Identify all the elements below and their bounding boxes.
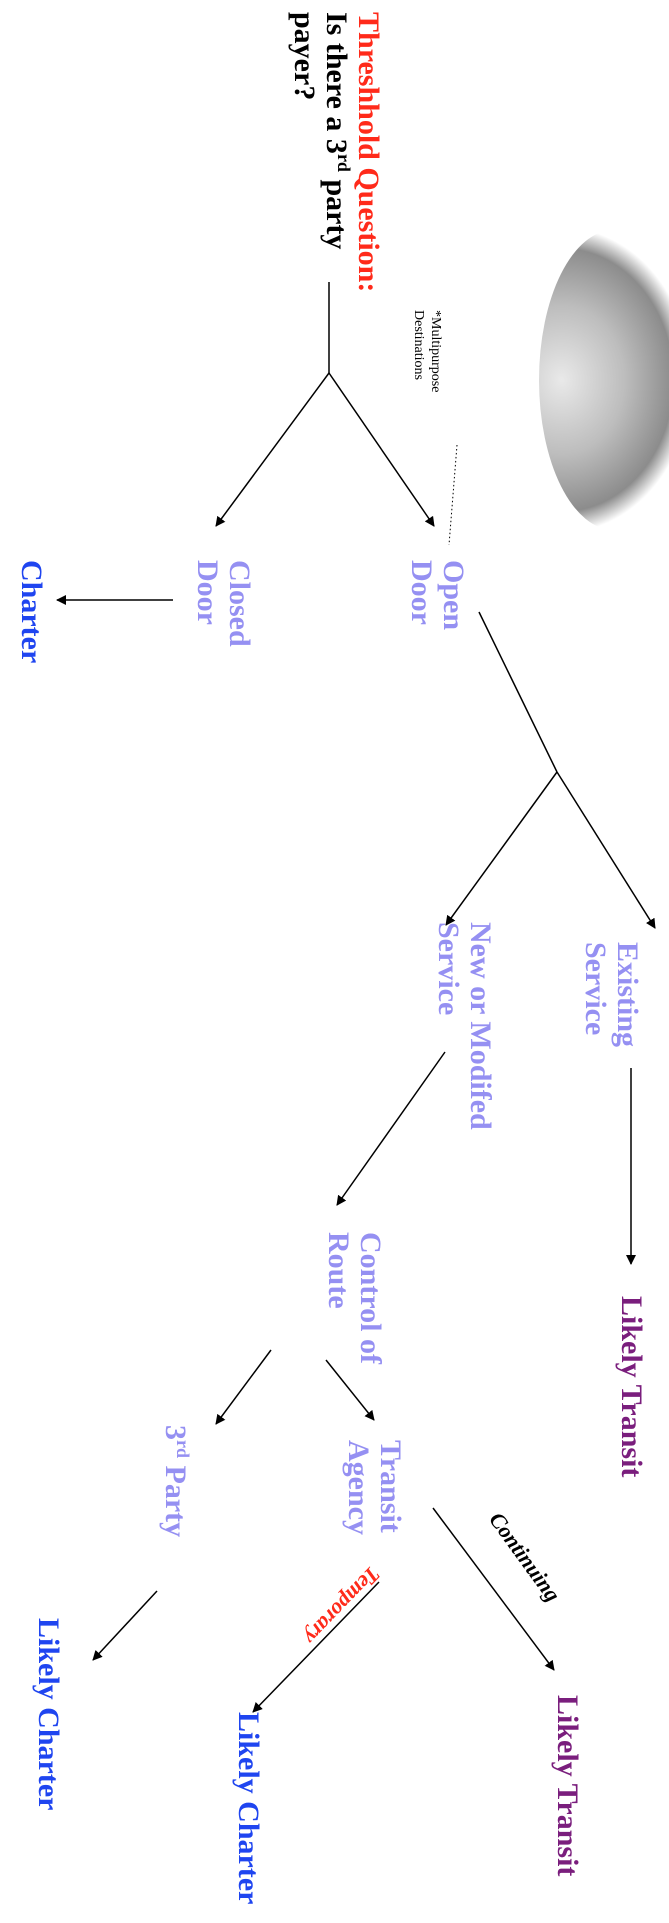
charter-node: Charter [15, 560, 48, 664]
arrow-to-likely-charter-2 [92, 1590, 158, 1661]
arrow-to-third-party [215, 1349, 272, 1425]
note-dotted-line [448, 444, 458, 546]
new-service-node: New or Modifed Service [432, 922, 497, 1130]
likely-charter-node-1: Likely Charter [232, 1712, 265, 1905]
third-party-node: 3rd Party [159, 1425, 193, 1538]
open-door-stem-line [478, 611, 558, 773]
arrow-to-new-service [445, 771, 558, 926]
likely-transit-node-2: Likely Transit [551, 1695, 584, 1877]
transit-agency-line-2: Agency [342, 1440, 375, 1535]
new-service-line-2: Service [432, 922, 465, 1016]
closed-door-node: Closed Door [191, 560, 256, 647]
control-of-route-line-2: Route [322, 1232, 355, 1309]
likely-transit-1-label: Likely Transit [615, 1296, 648, 1478]
arrow-temporary [252, 1581, 380, 1713]
threshold-title: Threshhold Question: [352, 12, 385, 293]
new-service-line-1: New or Modifed [464, 922, 497, 1130]
note-line-2: Destinations [411, 310, 426, 380]
closed-door-line-2: Door [191, 560, 224, 625]
threshold-line-1: Is there a 3rd party [320, 12, 354, 250]
charter-label: Charter [15, 560, 48, 664]
control-of-route-line-1: Control of [354, 1232, 387, 1364]
arrow-to-control-of-route [336, 1051, 446, 1206]
third-party-label: 3rd Party [159, 1425, 193, 1538]
likely-charter-1-label: Likely Charter [232, 1712, 265, 1905]
arrow-continuing [432, 1507, 555, 1671]
likely-transit-2-label: Likely Transit [551, 1695, 584, 1877]
transit-agency-node: Transit Agency [342, 1440, 407, 1535]
arrow-to-existing-service [556, 771, 656, 929]
likely-charter-node-2: Likely Charter [32, 1618, 65, 1811]
open-door-line-2: Door [405, 560, 438, 625]
likely-charter-2-label: Likely Charter [32, 1618, 65, 1811]
existing-service-line-1: Existing [611, 942, 644, 1048]
existing-service-line-2: Service [579, 942, 612, 1036]
multipurpose-note: *Multipurpose Destinations [410, 310, 444, 392]
open-door-node: Open Door [405, 560, 470, 631]
likely-transit-node-1: Likely Transit [615, 1296, 648, 1478]
threshold-question: Threshhold Question: Is there a 3rd part… [288, 12, 385, 293]
open-door-line-1: Open [437, 560, 470, 631]
arrow-to-transit-agency [325, 1359, 375, 1421]
arrow-to-open-door [328, 372, 435, 527]
threshold-line-2: payer? [288, 12, 321, 101]
closed-door-line-1: Closed [223, 560, 256, 647]
transit-agency-line-1: Transit [374, 1440, 407, 1533]
note-line-1: *Multipurpose [428, 310, 443, 393]
existing-service-node: Existing Service [579, 942, 644, 1048]
control-of-route-node: Control of Route [322, 1232, 387, 1364]
arrow-to-closed-door [215, 372, 330, 527]
